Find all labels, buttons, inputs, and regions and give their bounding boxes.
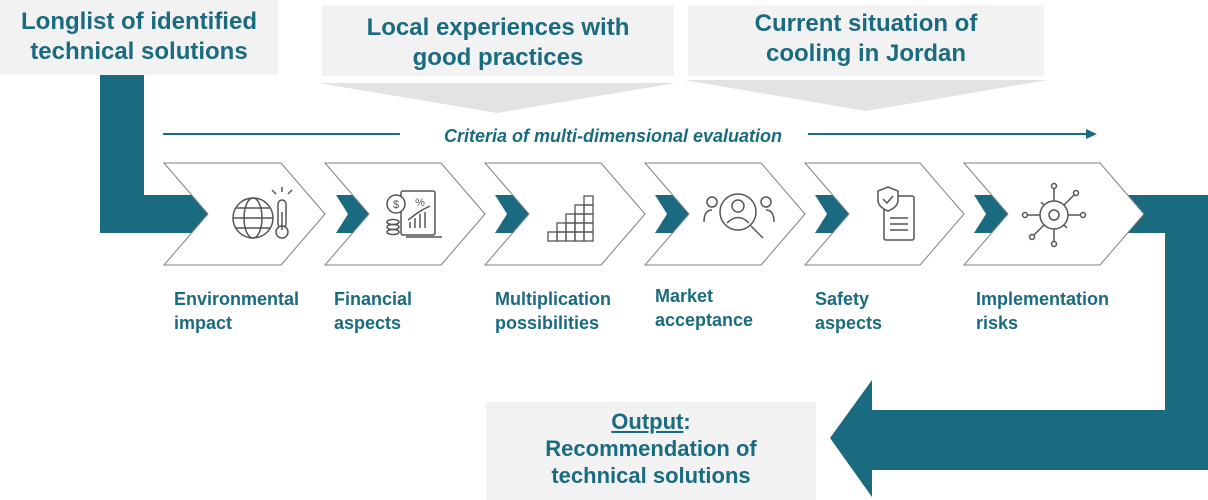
output-title-line: Output: bbox=[486, 408, 816, 435]
output-line2: Recommendation of bbox=[545, 436, 757, 461]
input-box-local-experiences-line1: Local experiences with bbox=[366, 14, 630, 41]
step-label-implementation: Implementation risks bbox=[976, 287, 1109, 335]
funnel-current-situation bbox=[684, 80, 1048, 111]
puzzle-stairs-icon bbox=[547, 195, 594, 242]
chevron-financial bbox=[323, 162, 486, 266]
criteria-title: Criteria of multi-dimensional evaluation bbox=[443, 126, 783, 146]
people-search-icon bbox=[703, 193, 775, 239]
step-label-market: Market acceptance bbox=[655, 284, 753, 332]
output-colon: : bbox=[683, 409, 691, 434]
globe-thermometer-icon bbox=[232, 187, 293, 239]
svg-text:$: $ bbox=[393, 199, 399, 211]
chevron-implementation bbox=[962, 162, 1145, 266]
step-label-environmental: Environmental impact bbox=[174, 287, 299, 335]
chevron-multiplication bbox=[483, 162, 646, 266]
input-box-current-situation-line2: cooling in Jordan bbox=[765, 40, 966, 67]
step-label-environmental-line1: Environmental bbox=[174, 289, 300, 309]
input-box-local-experiences: Local experiences with good practices bbox=[322, 5, 674, 76]
shield-document-icon bbox=[877, 186, 915, 241]
input-box-longlist-line2: technical solutions bbox=[30, 38, 248, 65]
finance-chart-icon: $ % bbox=[386, 190, 442, 238]
output-line3: technical solutions bbox=[551, 463, 751, 488]
step-label-environmental-line2: impact bbox=[174, 313, 233, 333]
step-label-financial-line1: Financial bbox=[334, 289, 413, 309]
step-label-market-line2: acceptance bbox=[655, 310, 754, 330]
criteria-arrowhead bbox=[1086, 129, 1097, 139]
input-box-local-experiences-line2: good practices bbox=[412, 44, 584, 71]
output-flow-arrow bbox=[830, 195, 1208, 497]
step-label-safety-line2: aspects bbox=[815, 313, 883, 333]
step-label-multiplication-line1: Multiplication bbox=[495, 289, 611, 309]
step-label-financial: Financial aspects bbox=[334, 287, 412, 335]
funnel-local-experiences bbox=[318, 83, 676, 113]
step-label-implementation-line2: risks bbox=[976, 313, 1019, 333]
svg-text:%: % bbox=[415, 197, 425, 209]
step-label-safety: Safety aspects bbox=[815, 287, 882, 335]
input-box-longlist: Longlist of identified technical solutio… bbox=[0, 0, 278, 75]
input-box-current-situation-line1: Current situation of bbox=[754, 10, 978, 37]
input-box-current-situation: Current situation of cooling in Jordan bbox=[688, 5, 1044, 76]
input-box-longlist-line1: Longlist of identified bbox=[21, 8, 257, 35]
input-flow-arrow bbox=[100, 75, 215, 233]
gear-network-icon bbox=[1021, 182, 1087, 248]
chevron-market bbox=[643, 162, 806, 266]
step-label-implementation-line1: Implementation bbox=[976, 289, 1110, 309]
step-label-multiplication: Multiplication possibilities bbox=[495, 287, 611, 335]
output-title: Output bbox=[611, 409, 684, 434]
step-label-financial-line2: aspects bbox=[334, 313, 402, 333]
output-box: Output: Recommendation of technical solu… bbox=[486, 402, 816, 500]
step-label-safety-line1: Safety bbox=[815, 289, 870, 309]
step-label-multiplication-line2: possibilities bbox=[495, 313, 600, 333]
step-label-market-line1: Market bbox=[655, 286, 714, 306]
